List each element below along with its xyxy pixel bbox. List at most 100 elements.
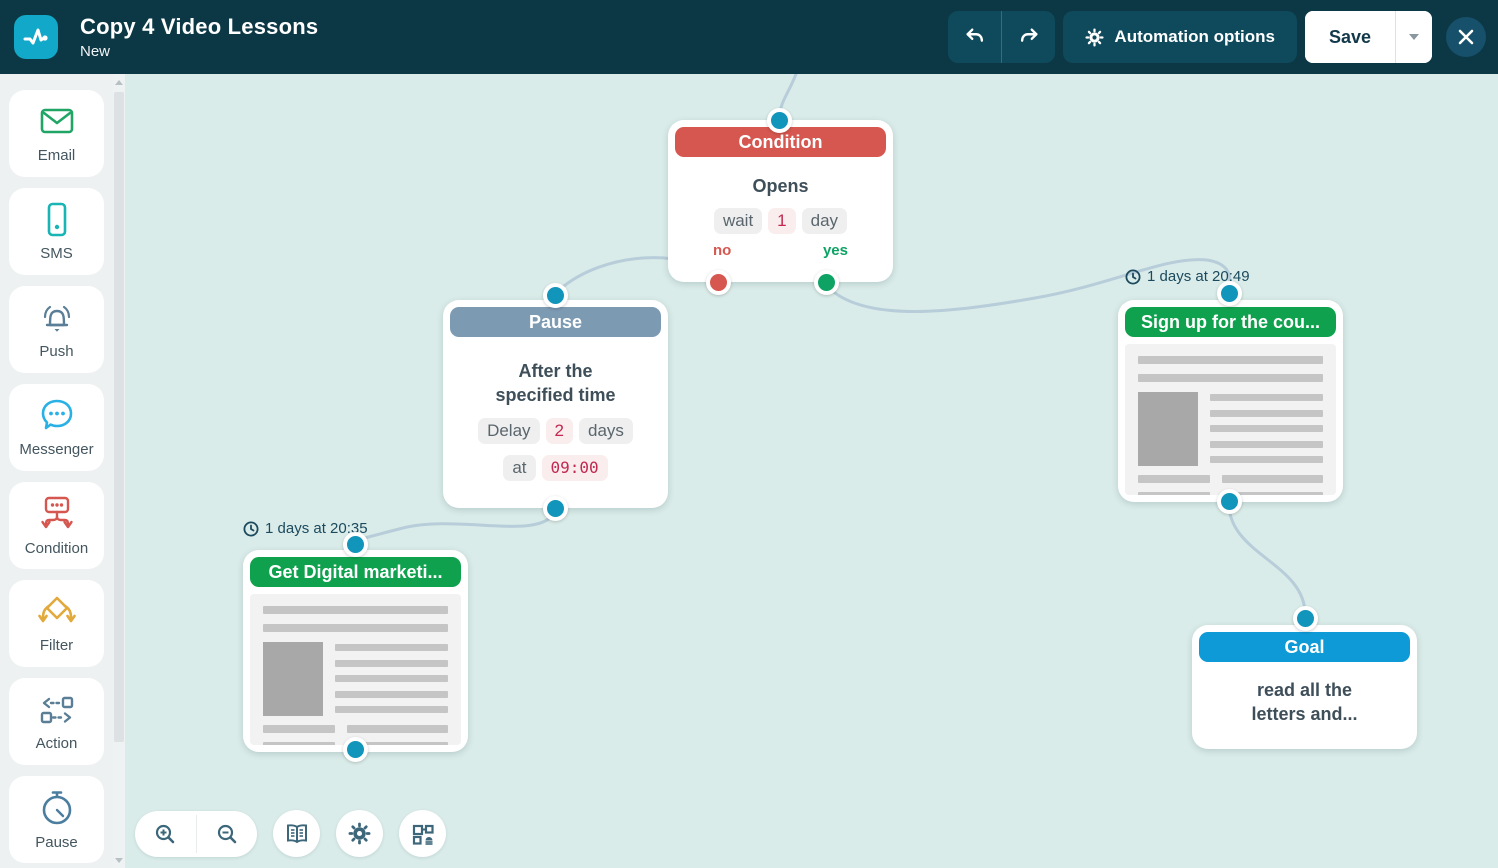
canvas-toolbar bbox=[135, 810, 446, 857]
palette-item-push[interactable]: Push bbox=[9, 286, 104, 373]
node-condition[interactable]: Condition Opens wait 1 day no yes bbox=[668, 120, 893, 282]
wire-signup-to-goal bbox=[1227, 502, 1307, 616]
palette-label: Push bbox=[39, 343, 74, 360]
page-title: Copy 4 Video Lessons bbox=[80, 14, 319, 39]
scrollbar-up-arrow[interactable] bbox=[115, 80, 123, 85]
chat-bubble-icon bbox=[41, 399, 72, 430]
connector-digital-input[interactable] bbox=[343, 532, 368, 557]
connector-goal-input[interactable] bbox=[1293, 606, 1318, 631]
action-arrows-icon bbox=[40, 696, 73, 724]
zoom-out-button[interactable] bbox=[197, 811, 258, 857]
email-preview-thumbnail bbox=[250, 594, 461, 745]
canvas-settings-button[interactable] bbox=[336, 810, 383, 857]
clock-icon bbox=[1125, 269, 1141, 284]
connector-condition-yes-output[interactable] bbox=[814, 270, 839, 295]
structure-icon bbox=[412, 824, 434, 845]
undo-button[interactable] bbox=[948, 11, 1001, 63]
email-preview-thumbnail bbox=[1125, 344, 1336, 495]
node-email-signup-header[interactable]: Sign up for the cou... bbox=[1125, 307, 1336, 337]
sidebar-scrollbar[interactable] bbox=[113, 74, 125, 868]
scrollbar-thumb[interactable] bbox=[114, 92, 124, 742]
palette-label: Messenger bbox=[19, 441, 94, 458]
palette-item-pause[interactable]: Pause bbox=[9, 776, 104, 863]
wire-entry-to-condition bbox=[778, 74, 798, 114]
wire-pause-to-digital bbox=[355, 509, 557, 542]
redo-button[interactable] bbox=[1002, 11, 1055, 63]
palette-item-messenger[interactable]: Messenger bbox=[9, 384, 104, 471]
palette-label: Filter bbox=[39, 637, 74, 654]
close-icon bbox=[1458, 29, 1474, 45]
node-email-digital-header[interactable]: Get Digital marketi... bbox=[250, 557, 461, 587]
palette-label: Condition bbox=[24, 540, 89, 557]
node-goal-header[interactable]: Goal bbox=[1199, 632, 1410, 662]
pause-title-line1: After the bbox=[518, 361, 593, 381]
timestamp-digital: 1 days at 20:35 bbox=[243, 520, 368, 537]
connection-wires bbox=[355, 74, 1307, 616]
gear-icon bbox=[1085, 27, 1104, 47]
wire-yes-to-signup bbox=[825, 258, 1232, 313]
save-button[interactable]: Save bbox=[1304, 11, 1395, 63]
condition-no-label: no bbox=[713, 242, 732, 259]
undo-icon bbox=[966, 28, 983, 42]
zoom-in-icon bbox=[156, 824, 175, 843]
close-button[interactable] bbox=[1446, 17, 1486, 57]
timestamp-text: 1 days at 20:49 bbox=[1147, 268, 1250, 285]
stopwatch-icon bbox=[42, 791, 71, 825]
condition-wait-token: wait bbox=[713, 208, 763, 234]
pause-delay-value: 2 bbox=[545, 418, 573, 444]
connector-condition-no-output[interactable] bbox=[706, 270, 731, 295]
connector-pause-output[interactable] bbox=[543, 496, 568, 521]
node-email-digital[interactable]: Get Digital marketi... bbox=[243, 550, 468, 752]
pause-delay-unit: days bbox=[579, 418, 633, 444]
palette-item-filter[interactable]: Filter bbox=[9, 580, 104, 667]
condition-wait-value: 1 bbox=[768, 208, 796, 234]
palette-label: Pause bbox=[35, 834, 78, 851]
app-logo bbox=[14, 15, 58, 59]
pause-time-value: 09:00 bbox=[541, 455, 608, 481]
undo-redo-group bbox=[948, 11, 1056, 63]
condition-yes-label: yes bbox=[822, 242, 848, 259]
filter-diamond-icon bbox=[37, 596, 76, 623]
bell-icon bbox=[43, 305, 70, 332]
palette-item-action[interactable]: Action bbox=[9, 678, 104, 765]
connector-condition-input[interactable] bbox=[767, 108, 792, 133]
node-pause-header[interactable]: Pause bbox=[450, 307, 661, 337]
palette-item-sms[interactable]: SMS bbox=[9, 188, 104, 275]
pulse-logo-icon bbox=[23, 28, 48, 45]
palette-label: SMS bbox=[40, 245, 73, 262]
goal-line1: read all the bbox=[1256, 680, 1353, 700]
timestamp-text: 1 days at 20:35 bbox=[265, 520, 368, 537]
connector-signup-input[interactable] bbox=[1217, 281, 1242, 306]
condition-wait-unit: day bbox=[801, 208, 848, 234]
zoom-in-button[interactable] bbox=[135, 811, 196, 857]
save-dropdown-button[interactable] bbox=[1396, 11, 1432, 63]
connector-pause-input[interactable] bbox=[543, 283, 568, 308]
flow-title-block: Copy 4 Video Lessons New bbox=[80, 14, 318, 60]
automation-options-button[interactable]: Automation options bbox=[1063, 11, 1297, 63]
palette-item-condition[interactable]: Condition bbox=[9, 482, 104, 569]
connector-signup-output[interactable] bbox=[1217, 489, 1242, 514]
connector-digital-output[interactable] bbox=[343, 737, 368, 762]
node-palette: Email SMS Push Messenger bbox=[0, 74, 113, 868]
book-icon bbox=[286, 823, 307, 843]
palette-label: Action bbox=[35, 735, 78, 752]
palette-item-email[interactable]: Email bbox=[9, 90, 104, 177]
guide-button[interactable] bbox=[273, 810, 320, 857]
caret-down-icon bbox=[1409, 34, 1419, 40]
flow-canvas[interactable]: 1 days at 20:49 1 days at 20:35 Conditio… bbox=[125, 74, 1498, 868]
palette-label: Email bbox=[37, 147, 76, 164]
arrange-structure-button[interactable] bbox=[399, 810, 446, 857]
pause-title-line2: specified time bbox=[495, 385, 616, 405]
pause-at-token: at bbox=[503, 455, 536, 481]
automation-options-label: Automation options bbox=[1114, 27, 1275, 46]
condition-branch-icon bbox=[40, 496, 73, 529]
email-preview-image bbox=[263, 642, 323, 716]
clock-icon bbox=[243, 521, 259, 536]
node-pause[interactable]: Pause After the specified time Delay 2 d… bbox=[443, 300, 668, 508]
email-preview-image bbox=[1138, 392, 1198, 466]
top-bar: Copy 4 Video Lessons New bbox=[0, 0, 1498, 74]
scrollbar-down-arrow[interactable] bbox=[115, 858, 123, 863]
condition-event: Opens bbox=[752, 176, 809, 196]
node-goal[interactable]: Goal read all the letters and... bbox=[1192, 625, 1417, 749]
node-email-signup[interactable]: Sign up for the cou... bbox=[1118, 300, 1343, 502]
